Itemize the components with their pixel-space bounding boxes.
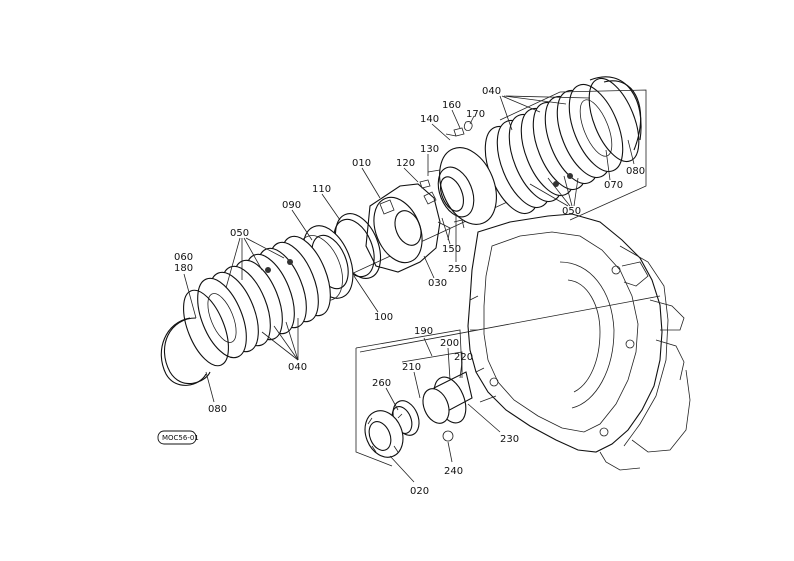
callout-070: 070	[604, 180, 623, 191]
callout-160: 160	[442, 100, 461, 111]
lower-bracket-top	[355, 329, 463, 373]
callout-050-left: 050	[230, 228, 249, 239]
lower-clutch-pack	[183, 235, 331, 367]
callout-170: 170	[466, 109, 485, 120]
callout-190: 190	[414, 326, 433, 337]
callout-130: 130	[420, 144, 439, 155]
callout-050-right: 050	[562, 206, 581, 217]
diagram-code-stamp: MOC56-01	[157, 430, 199, 445]
callout-030: 030	[428, 278, 447, 289]
callout-240: 240	[444, 466, 463, 477]
diagram-code-text: MOC56-01	[162, 434, 199, 442]
upper-clutch-pack	[484, 76, 642, 214]
callout-120: 120	[396, 158, 415, 169]
callout-090: 090	[282, 200, 301, 211]
leader-lines	[183, 95, 635, 483]
callout-010: 010	[352, 158, 371, 169]
callout-labels: 040 160 170 140 130 120 010 110 090 050 …	[174, 86, 645, 497]
upper-bracket	[499, 89, 647, 221]
callout-210: 210	[402, 362, 421, 373]
lower-bracket-left	[355, 348, 393, 467]
assembly-axis-line	[359, 295, 661, 353]
callout-080-bottom: 080	[208, 404, 227, 415]
callout-260: 260	[372, 378, 391, 389]
callout-230: 230	[500, 434, 519, 445]
inner-bracket	[401, 351, 463, 378]
callout-220: 220	[454, 352, 473, 363]
transmission-housing	[467, 213, 691, 471]
piston-assembly-010	[365, 121, 497, 273]
callout-180: 180	[174, 263, 193, 274]
callout-080-top: 080	[626, 166, 645, 177]
callout-200: 200	[440, 338, 459, 349]
callout-140: 140	[420, 114, 439, 125]
callout-150: 150	[442, 244, 461, 255]
snap-ring-inner	[160, 317, 207, 386]
gear-assembly-lower	[364, 371, 497, 458]
callout-040-bottom: 040	[288, 362, 307, 373]
callout-020: 020	[410, 486, 429, 497]
callout-060: 060	[174, 252, 193, 263]
callout-040-top: 040	[482, 86, 501, 97]
callout-250: 250	[448, 264, 467, 275]
callout-110: 110	[312, 184, 331, 195]
callout-100: 100	[374, 312, 393, 323]
